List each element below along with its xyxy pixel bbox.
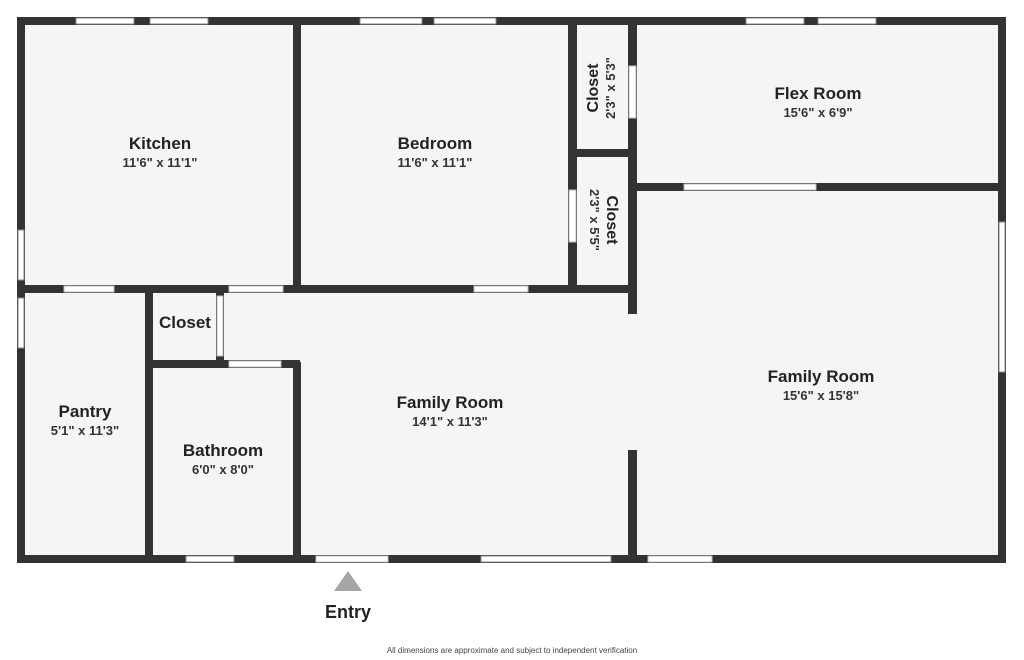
room-name: Kitchen bbox=[128, 134, 192, 153]
room-kitchen: Kitchen 11'6" x 11'1" bbox=[123, 134, 198, 172]
room-dimensions: 15'6" x 6'9" bbox=[783, 105, 853, 120]
room-family-room-right: Family Room 15'6" x 15'8" bbox=[768, 367, 875, 405]
room-flex-room: Flex Room 15'6" x 6'9" bbox=[775, 84, 862, 122]
entry-label: Entry bbox=[324, 602, 372, 622]
room-name: Closet bbox=[159, 313, 211, 332]
room-dimensions: 11'6" x 11'1" bbox=[397, 155, 473, 170]
room-dimensions: 2'3" x 5'3" bbox=[603, 57, 618, 119]
room-name: Flex Room bbox=[774, 84, 862, 103]
room-name: Bathroom bbox=[182, 441, 264, 460]
room-name: Closet bbox=[585, 63, 602, 113]
room-closet-middle: Closet 2'3" x 5'5" bbox=[586, 189, 620, 251]
room-bathroom: Bathroom 6'0" x 8'0" bbox=[183, 441, 263, 479]
entry-arrow-icon bbox=[334, 571, 362, 591]
room-bedroom: Bedroom 11'6" x 11'1" bbox=[398, 134, 473, 172]
room-dimensions: 11'6" x 11'1" bbox=[122, 155, 198, 170]
disclaimer-text: All dimensions are approximate and subje… bbox=[386, 646, 638, 655]
room-name: Family Room bbox=[396, 393, 504, 412]
room-family-room-center: Family Room 14'1" x 11'3" bbox=[397, 393, 504, 431]
room-name: Closet bbox=[603, 195, 620, 245]
room-name: Family Room bbox=[767, 367, 875, 386]
room-dimensions: 14'1" x 11'3" bbox=[412, 414, 488, 429]
room-dimensions: 15'6" x 15'8" bbox=[782, 388, 860, 403]
room-closet-small: Closet bbox=[159, 313, 211, 333]
room-dimensions: 6'0" x 8'0" bbox=[192, 462, 254, 477]
door-opening-edges bbox=[63, 65, 817, 563]
room-dimensions: 5'1" x 11'3" bbox=[50, 423, 120, 438]
room-pantry: Pantry 5'1" x 11'3" bbox=[51, 402, 119, 440]
room-name: Bedroom bbox=[397, 134, 473, 153]
door-openings bbox=[64, 66, 816, 562]
windows bbox=[17, 17, 1006, 563]
room-closet-top: Closet 2'3" x 5'3" bbox=[585, 57, 619, 119]
room-name: Pantry bbox=[58, 402, 112, 421]
room-dimensions: 2'3" x 5'5" bbox=[587, 189, 602, 251]
